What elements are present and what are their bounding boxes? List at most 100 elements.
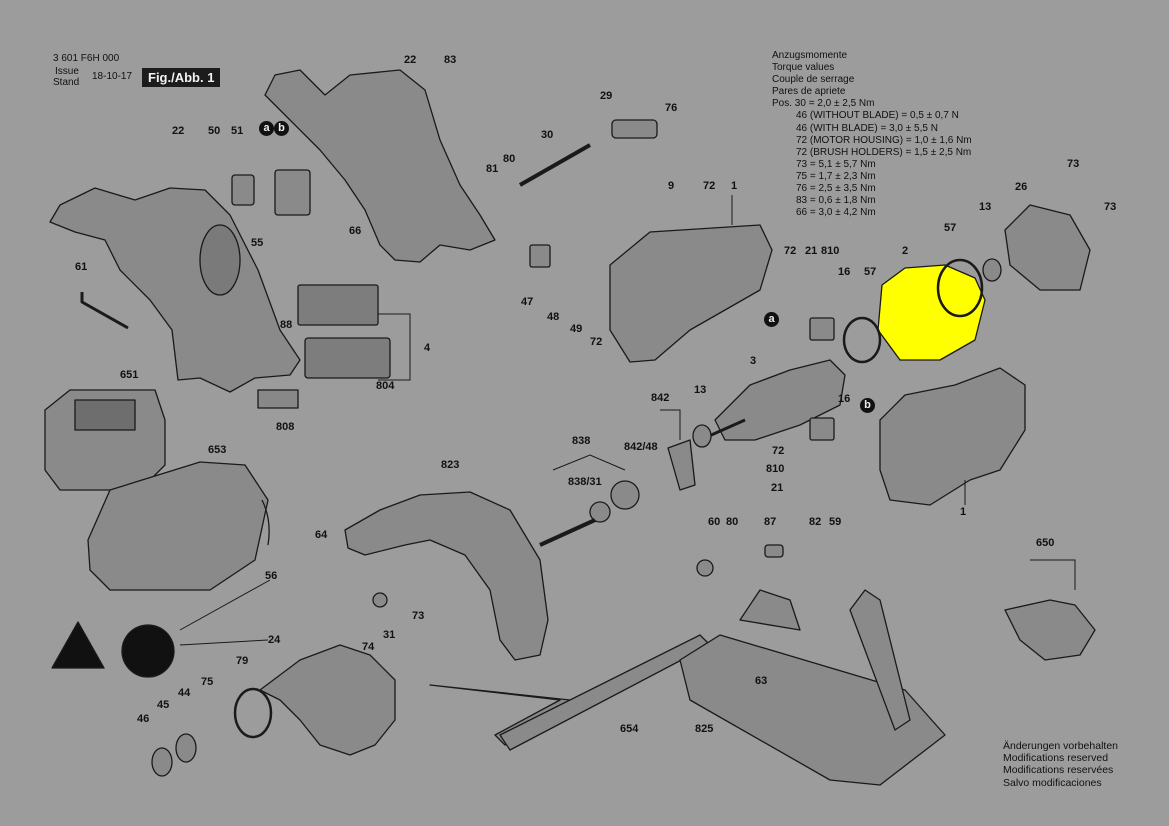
part-label: 24 xyxy=(268,634,281,646)
part-label: 1 xyxy=(731,180,738,192)
depth-arm xyxy=(849,589,911,731)
modification-notes: Änderungen vorbehalten Modifications res… xyxy=(1003,740,1118,789)
part-label: 79 xyxy=(236,655,249,667)
part-label: 83 xyxy=(444,54,457,66)
part-label: 50 xyxy=(208,125,221,137)
part-label: 810 xyxy=(821,245,840,257)
part-label: 80 xyxy=(503,153,516,165)
lever-29 xyxy=(611,119,658,139)
torque-row: 72 (MOTOR HOUSING) = 1,0 ± 1,6 Nm xyxy=(796,134,972,146)
part-label: 51 xyxy=(231,125,244,137)
part-label: 45 xyxy=(157,699,170,711)
part-label: 653 xyxy=(208,444,227,456)
part-label: 838 xyxy=(572,435,591,447)
part-label: 31 xyxy=(383,629,396,641)
base-plate-shape xyxy=(679,634,946,786)
washer-44 xyxy=(175,733,197,763)
part-label: 82 xyxy=(809,516,822,528)
torque-table: Anzugsmomente Torque values Couple de se… xyxy=(772,50,972,219)
switch-module-shape xyxy=(274,169,311,216)
part-label: 9 xyxy=(668,180,675,192)
part-label: 57 xyxy=(944,222,957,234)
torque-row: 46 (WITH BLADE) = 3,0 ± 5,5 N xyxy=(796,122,938,134)
board-holder-shape xyxy=(304,337,391,379)
lower-guard-shape xyxy=(259,644,396,756)
part-number: 3 601 F6H 000 xyxy=(53,53,120,64)
part-label: 49 xyxy=(570,323,583,335)
rubber-ring-57 xyxy=(936,258,984,318)
part-label: 88 xyxy=(280,319,293,331)
issue-label: Issue xyxy=(55,66,79,77)
part-label: 13 xyxy=(694,384,707,396)
part-label: 810 xyxy=(766,463,785,475)
bearing-13-top xyxy=(982,258,1002,282)
part-label: 72 xyxy=(772,445,785,457)
spindle-838 xyxy=(539,518,596,547)
part-label: 26 xyxy=(1015,181,1028,193)
part-label: 13 xyxy=(979,201,992,213)
charger-cable xyxy=(261,499,270,546)
part-label: 72 xyxy=(703,180,716,192)
part-label: 16 xyxy=(838,266,851,278)
note-es: Salvo modificaciones xyxy=(1003,776,1102,789)
torque-row: 76 = 2,5 ± 3,5 Nm xyxy=(796,183,876,195)
connector-47 xyxy=(529,244,551,268)
part-label: 87 xyxy=(764,516,777,528)
badge-a: a xyxy=(259,121,274,136)
part-label: 75 xyxy=(201,676,214,688)
part-label: 3 xyxy=(750,355,757,367)
part-label: 22 xyxy=(172,125,185,137)
part-label: 57 xyxy=(864,266,877,278)
gear-838 xyxy=(610,480,640,510)
leader-4 xyxy=(378,313,411,381)
part-label: 56 xyxy=(265,570,278,582)
base-bracket xyxy=(739,589,801,631)
charger-shape xyxy=(87,461,269,591)
leader-838 xyxy=(552,454,626,471)
gear-plate-842 xyxy=(667,439,696,491)
torque-title-fr: Couple de serrage xyxy=(772,74,855,86)
part-label: 80 xyxy=(726,516,739,528)
nut-60 xyxy=(696,559,714,577)
part-label: 46 xyxy=(137,713,150,725)
motor-housing-shape xyxy=(609,224,773,363)
part-label: 72 xyxy=(590,336,603,348)
leader-56 xyxy=(179,579,271,631)
note-en: Modifications reserved xyxy=(1003,752,1109,765)
part-label: 4 xyxy=(424,342,431,354)
part-label: 22 xyxy=(404,54,417,66)
part-label: 823 xyxy=(441,459,460,471)
part-label: 825 xyxy=(695,723,714,735)
torque-title-en: Torque values xyxy=(772,62,835,74)
part-label: 66 xyxy=(349,225,362,237)
figure-label: Fig./Abb. 1 xyxy=(142,68,221,87)
leader-24 xyxy=(179,639,269,646)
part-label: 73 xyxy=(1067,158,1080,170)
part-label: 838/31 xyxy=(568,476,602,488)
housing-left-vent xyxy=(199,224,241,296)
part-label: 76 xyxy=(665,102,678,114)
badge-b: b xyxy=(274,121,289,136)
housing-left-shape xyxy=(49,187,301,393)
part-label: 59 xyxy=(829,516,842,528)
part-label: 63 xyxy=(755,675,768,687)
part-label: 81 xyxy=(486,163,499,175)
depth-stop-shape xyxy=(1004,599,1096,661)
badge-a: a xyxy=(764,312,779,327)
part-label: 842/48 xyxy=(624,441,658,453)
circuit-board-shape xyxy=(297,284,379,326)
badge-b: b xyxy=(860,398,875,413)
torque-title-de: Anzugsmomente xyxy=(772,50,848,61)
guard-ring-79 xyxy=(233,687,273,739)
leader-842 xyxy=(660,409,681,440)
brush-holder-top xyxy=(809,317,835,341)
part-label: 64 xyxy=(315,529,328,541)
issue-date: 18-10-17 xyxy=(92,71,133,82)
torque-row-30: Pos. 30 = 2,0 ± 2,5 Nm xyxy=(772,98,875,110)
part-label: 842 xyxy=(651,392,670,404)
part-label: 21 xyxy=(771,482,784,494)
spacer-31 xyxy=(372,592,388,608)
torque-row: 83 = 0,6 ± 1,8 Nm xyxy=(796,195,876,207)
part-label: 30 xyxy=(541,129,554,141)
